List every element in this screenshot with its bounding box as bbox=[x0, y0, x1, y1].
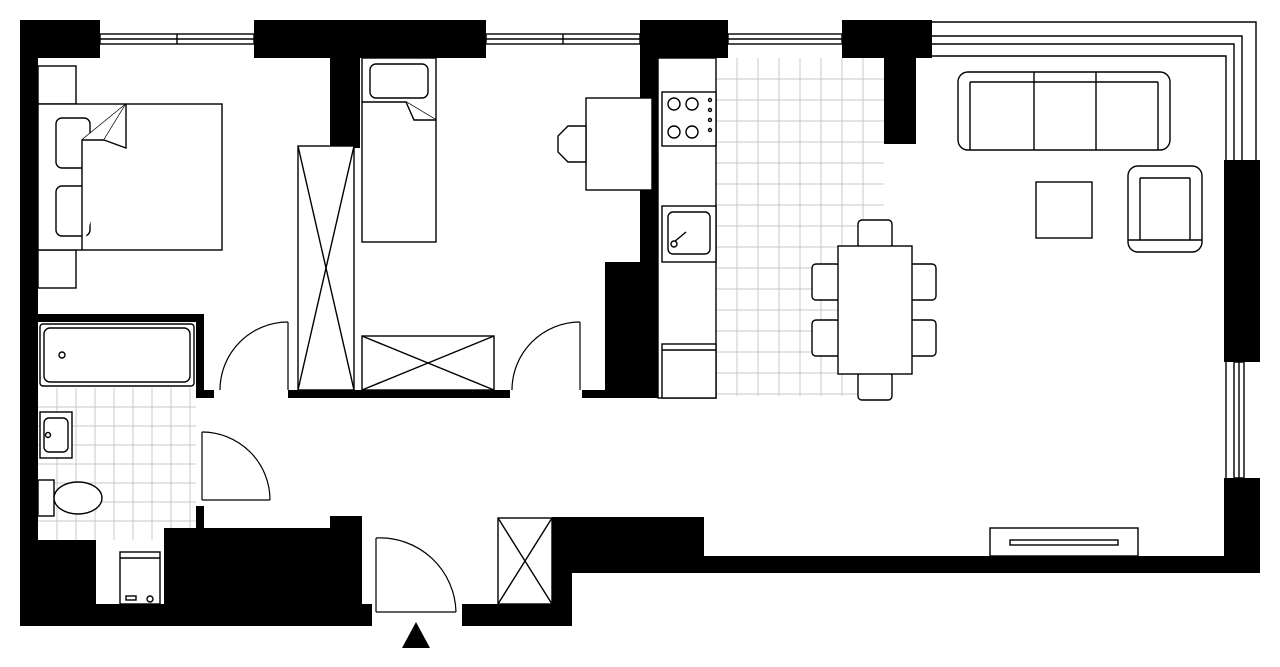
wardrobe-horizontal bbox=[361, 335, 495, 391]
bathroom-sink bbox=[39, 411, 73, 459]
desk bbox=[585, 97, 653, 191]
master-bedroom bbox=[37, 65, 223, 289]
wardrobe-entrance bbox=[497, 517, 553, 605]
desk-chair bbox=[557, 125, 587, 163]
second-bedroom bbox=[361, 57, 653, 243]
entrance-marker-icon bbox=[402, 622, 430, 648]
toilet bbox=[37, 479, 103, 517]
fridge bbox=[661, 343, 717, 399]
dining-set bbox=[811, 219, 937, 401]
stove bbox=[661, 91, 717, 147]
single-bed bbox=[361, 57, 437, 243]
sofa bbox=[957, 71, 1171, 151]
living-room bbox=[957, 71, 1203, 557]
windows bbox=[99, 21, 1257, 479]
walls bbox=[20, 20, 1260, 626]
bathroom-tile-grid bbox=[38, 388, 196, 540]
bathroom bbox=[37, 323, 195, 605]
bathtub bbox=[39, 323, 195, 387]
doors bbox=[201, 321, 581, 613]
washing-machine bbox=[119, 551, 161, 605]
kitchen-sink bbox=[661, 205, 717, 263]
nightstand-bottom bbox=[37, 249, 77, 289]
nightstand-top bbox=[37, 65, 77, 105]
wardrobe-vertical bbox=[297, 145, 355, 391]
tv-console bbox=[989, 527, 1139, 557]
armchair bbox=[1127, 165, 1203, 253]
double-bed bbox=[37, 103, 223, 251]
coffee-table bbox=[1035, 181, 1093, 239]
kitchen bbox=[657, 57, 717, 399]
